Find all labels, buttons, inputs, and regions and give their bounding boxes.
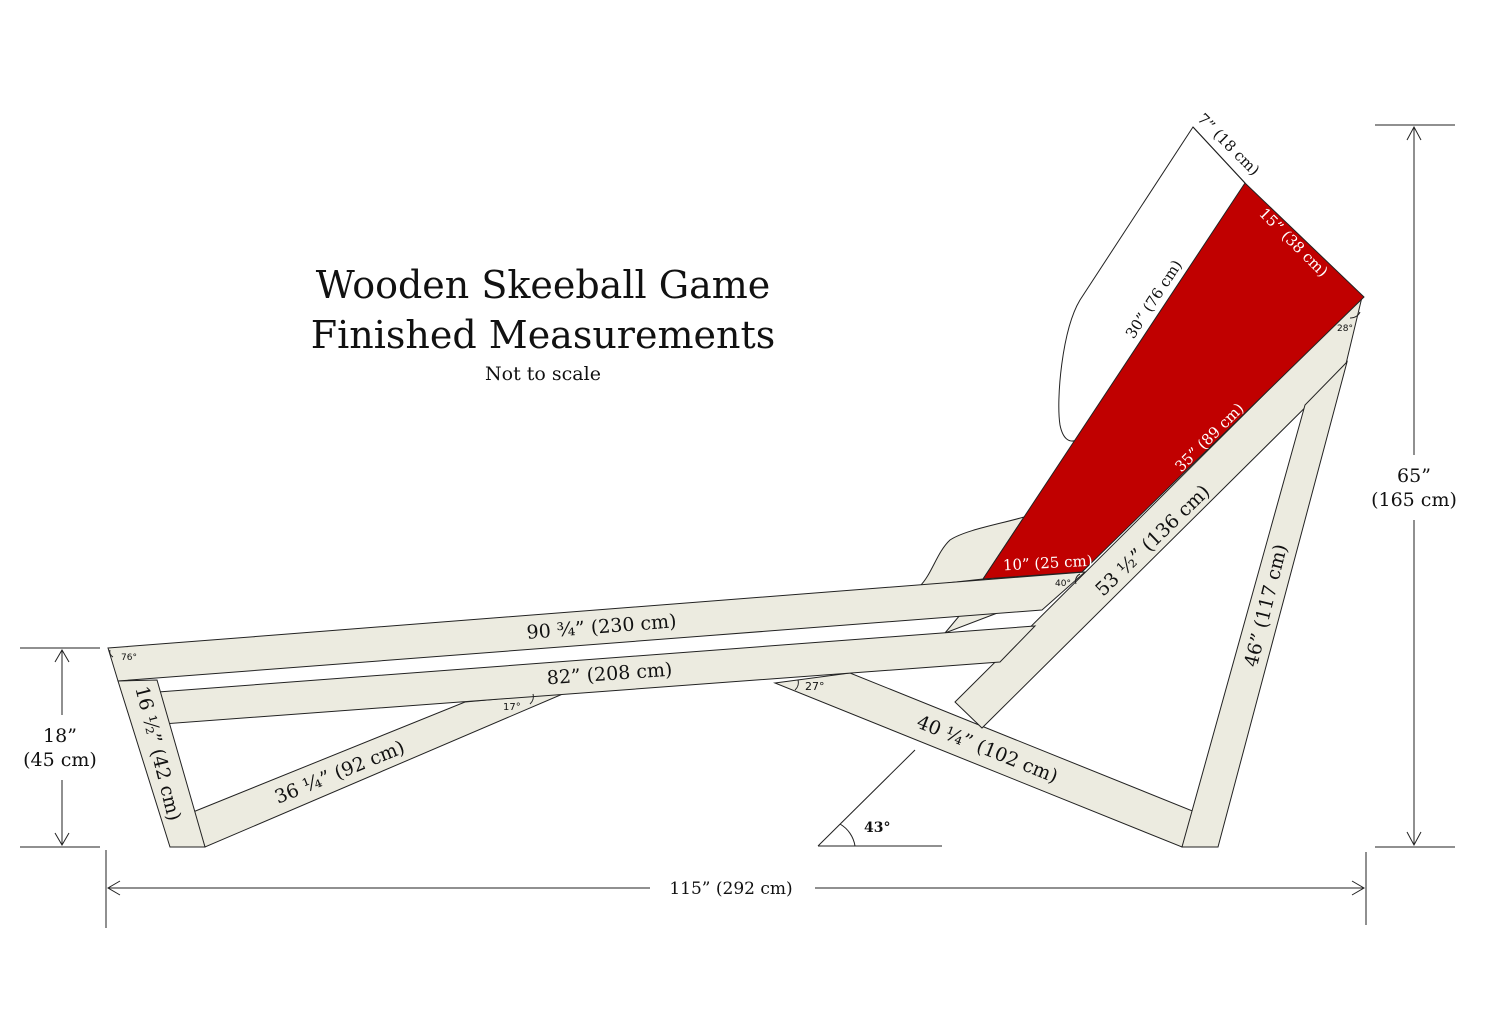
angle-line	[817, 749, 916, 847]
dim-front-height	[20, 647, 100, 848]
dim-front-height-cm: (45 cm)	[23, 749, 97, 771]
ramp	[982, 182, 1365, 580]
title-line1: Wooden Skeeball Game	[316, 263, 771, 307]
dim-total-height-cm: (165 cm)	[1371, 489, 1457, 511]
dim-total-height	[1375, 124, 1455, 848]
title-line2: Finished Measurements	[311, 313, 775, 357]
angle-arc	[839, 823, 856, 847]
top-rail-board	[107, 571, 1087, 682]
angle-ground: 43°	[864, 820, 890, 836]
backboard-top-edge	[1192, 126, 1246, 184]
rear-leg-board	[1181, 360, 1348, 848]
angle-ramp-top: 28°	[1337, 324, 1353, 334]
angle-rear-brace: 27°	[805, 680, 825, 693]
backboard-outline	[1058, 126, 1246, 442]
subtitle: Not to scale	[485, 363, 601, 385]
ball-return	[918, 516, 1026, 587]
front-leg-board	[117, 679, 206, 848]
angle-ramp-base: 40°	[1055, 579, 1071, 589]
angle-front: 76°	[121, 653, 137, 663]
dim-length-label: 115” (292 cm)	[669, 879, 792, 899]
angle-brace: 17°	[503, 702, 521, 713]
dim-front-height-in: 18”	[43, 725, 77, 747]
label-backboard-top: 7” (18 cm)	[1194, 110, 1263, 179]
label-rear-leg: 46” (117 cm)	[1240, 542, 1292, 669]
dim-total-height-in: 65”	[1397, 465, 1431, 487]
label-ramp-bottom: 10” (25 cm)	[1002, 552, 1093, 575]
dim-length	[105, 850, 1367, 928]
